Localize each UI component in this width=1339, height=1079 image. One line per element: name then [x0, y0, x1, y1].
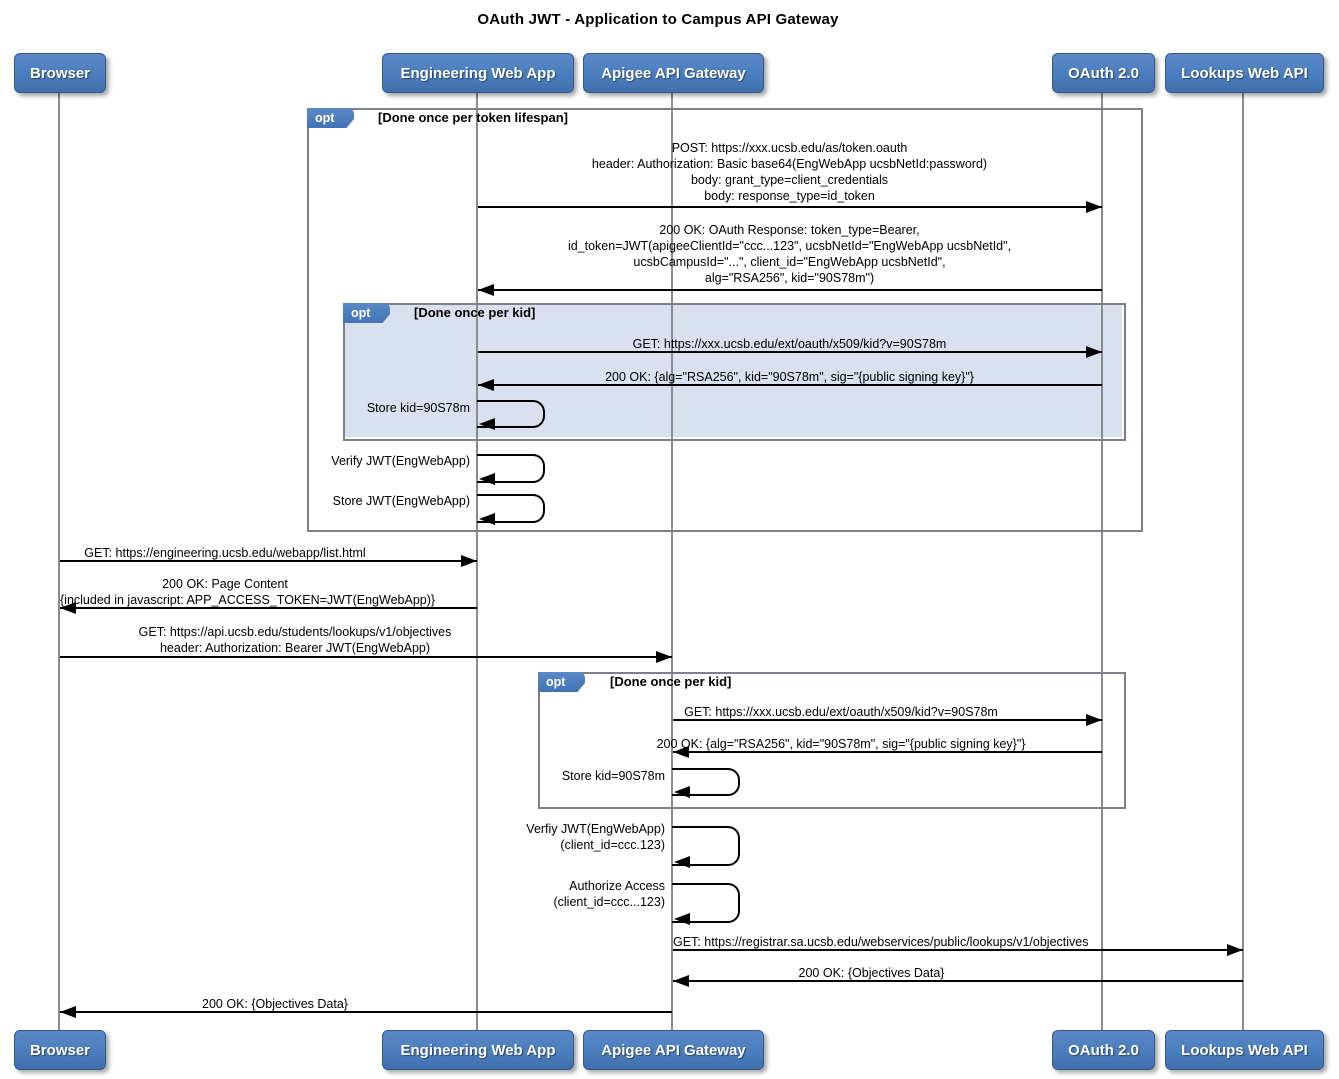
- message-get-list-html: GET: https://engineering.ucsb.edu/webapp…: [84, 546, 366, 560]
- message-store-jwt-webapp: Store JWT(EngWebApp): [332, 494, 470, 508]
- lifeline-browser: [58, 93, 60, 1030]
- message-page-content: 200 OK: Page Content {included in javasc…: [60, 577, 436, 607]
- arrowhead-right-icon: [1086, 714, 1102, 726]
- arrow-line: [60, 1011, 672, 1013]
- message-store-kid-apigee: Store kid=90S78m: [561, 769, 665, 783]
- arrowhead-left-icon: [673, 975, 689, 987]
- arrowhead-left-icon: [479, 473, 495, 485]
- fragment-operator-tab: opt: [307, 108, 354, 128]
- fragment-guard: [Done once per token lifespan]: [378, 110, 568, 125]
- arrow-line: [60, 560, 477, 562]
- arrow-line: [673, 751, 1102, 753]
- actor-label: Browser: [29, 64, 91, 82]
- self-message-loop: [477, 454, 545, 483]
- message-get-kid-apigee: GET: https://xxx.ucsb.edu/ext/oauth/x509…: [684, 705, 998, 719]
- arrowhead-right-icon: [1086, 201, 1102, 213]
- arrowhead-left-icon: [674, 913, 690, 925]
- arrowhead-right-icon: [1227, 944, 1243, 956]
- message-objectives-data-browser: 200 OK: {Objectives Data}: [202, 997, 348, 1011]
- fragment-kid-webapp-fill: [343, 303, 1122, 437]
- arrowhead-right-icon: [1086, 346, 1102, 358]
- actor-top-lookups: Lookups Web API: [1165, 53, 1324, 93]
- actor-label: Apigee API Gateway: [601, 64, 746, 82]
- fragment-opt-token-lifespan: [307, 108, 1143, 532]
- arrowhead-left-icon: [478, 379, 494, 391]
- actor-label: OAuth 2.0: [1068, 1041, 1139, 1059]
- actor-bottom-apigee: Apigee API Gateway: [583, 1030, 764, 1070]
- arrowhead-right-icon: [656, 651, 672, 663]
- arrowhead-right-icon: [461, 555, 477, 567]
- message-post-token: POST: https://xxx.ucsb.edu/as/token.oaut…: [591, 141, 988, 203]
- actor-label: Engineering Web App: [400, 64, 556, 82]
- message-objectives-data-lookups: 200 OK: {Objectives Data}: [798, 966, 945, 980]
- arrow-line: [478, 351, 1102, 353]
- arrow-line: [60, 607, 477, 609]
- message-store-kid-webapp: Store kid=90S78m: [366, 401, 470, 415]
- actor-top-oauth: OAuth 2.0: [1052, 53, 1155, 93]
- message-authorize-access: Authorize Access (client_id=ccc...123): [553, 879, 665, 909]
- opt-label: opt: [546, 675, 566, 689]
- fragment-opt-kid-apigee: [538, 672, 1126, 809]
- arrow-line: [478, 206, 1102, 208]
- message-get-registrar: GET: https://registrar.sa.ucsb.edu/webse…: [673, 935, 1089, 949]
- message-get-objectives: GET: https://api.ucsb.edu/students/looku…: [138, 625, 452, 655]
- actor-bottom-oauth: OAuth 2.0: [1052, 1030, 1155, 1070]
- actor-label: Engineering Web App: [400, 1041, 556, 1059]
- opt-label: opt: [351, 306, 371, 320]
- arrowhead-left-icon: [60, 602, 76, 614]
- message-kid-ok-apigee: 200 OK: {alg="RSA256", kid="90S78m", sig…: [656, 737, 1026, 751]
- arrowhead-left-icon: [478, 284, 494, 296]
- lifeline-apigee: [671, 93, 673, 1030]
- message-verfiy-jwt-apigee: Verfiy JWT(EngWebApp) (client_id=ccc.123…: [526, 822, 665, 852]
- actor-label: Lookups Web API: [1181, 64, 1308, 82]
- arrowhead-left-icon: [674, 856, 690, 868]
- fragment-guard: [Done once per kid]: [610, 674, 732, 689]
- lifeline-engwebapp: [476, 93, 478, 1030]
- self-message-loop: [477, 400, 545, 428]
- self-message-loop: [477, 494, 545, 523]
- arrow-line: [478, 289, 1102, 291]
- actor-bottom-engwebapp: Engineering Web App: [382, 1030, 574, 1070]
- arrowhead-left-icon: [479, 513, 495, 525]
- message-kid-ok-webapp: 200 OK: {alg="RSA256", kid="90S78m", sig…: [605, 370, 974, 384]
- fragment-guard: [Done once per kid]: [414, 305, 536, 320]
- self-message-loop: [672, 826, 740, 866]
- arrowhead-left-icon: [673, 746, 689, 758]
- actor-bottom-lookups: Lookups Web API: [1165, 1030, 1324, 1070]
- message-get-kid-webapp: GET: https://xxx.ucsb.edu/ext/oauth/x509…: [632, 337, 947, 351]
- message-oauth-response: 200 OK: OAuth Response: token_type=Beare…: [567, 223, 1012, 285]
- fragment-operator-tab: opt: [343, 303, 390, 323]
- arrow-line: [478, 384, 1102, 386]
- self-message-loop: [672, 883, 740, 923]
- arrow-line: [673, 980, 1243, 982]
- actor-label: Apigee API Gateway: [601, 1041, 746, 1059]
- arrow-line: [60, 656, 672, 658]
- lifeline-lookups: [1242, 93, 1244, 1030]
- arrow-line: [673, 719, 1102, 721]
- arrowhead-left-icon: [674, 786, 690, 798]
- lifeline-oauth: [1101, 93, 1103, 1030]
- fragment-operator-tab: opt: [538, 672, 585, 692]
- fragment-opt-kid-webapp: [343, 303, 1126, 441]
- actor-bottom-browser: Browser: [14, 1030, 106, 1070]
- arrowhead-left-icon: [479, 418, 495, 430]
- actor-label: OAuth 2.0: [1068, 64, 1139, 82]
- arrow-line: [673, 949, 1243, 951]
- actor-top-engwebapp: Engineering Web App: [382, 53, 574, 93]
- opt-label: opt: [315, 111, 335, 125]
- actor-label: Browser: [29, 1041, 91, 1059]
- self-message-loop: [672, 768, 740, 796]
- arrowhead-left-icon: [60, 1006, 76, 1018]
- actor-label: Lookups Web API: [1181, 1041, 1308, 1059]
- actor-top-browser: Browser: [14, 53, 106, 93]
- message-verify-jwt-webapp: Verify JWT(EngWebApp): [331, 454, 470, 468]
- actor-top-apigee: Apigee API Gateway: [583, 53, 764, 93]
- diagram-title: OAuth JWT - Application to Campus API Ga…: [477, 11, 839, 28]
